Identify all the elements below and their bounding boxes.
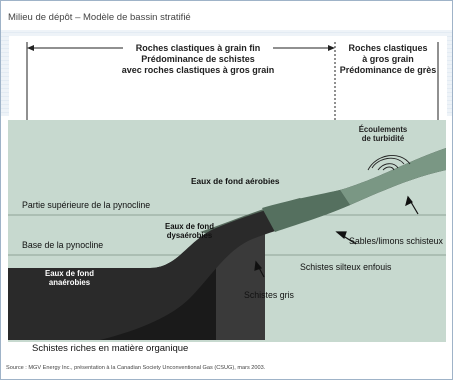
dysaerobic-line-1: Eaux de fond [165,222,214,231]
sand-silt-layer [340,148,446,205]
anaerobic-water-label: Eaux de fond anaérobies [45,269,94,287]
turbidite-line-2: de turbidité [361,134,405,143]
sand-silt-label: Sables/limons schisteux [349,236,443,246]
header-dimension-lines [26,42,439,120]
left-arrowhead [27,45,34,51]
header-panel [9,36,447,116]
anaerobic-line-1: Eaux de fond [45,269,94,278]
turbidity-flow-arcs [367,155,411,171]
label-arrows [254,195,419,278]
anaerobic-line-2: anaérobies [48,278,91,287]
seafloor-base [8,340,446,342]
header-right-line-2: à gros grain [362,54,414,64]
pynocline-base-label: Base de la pynocline [22,240,104,250]
right-arrowhead [328,45,335,51]
organic-shale-label: Schistes riches en matière organique [32,343,189,354]
header-right-line-3: Prédominance de grès [339,65,437,75]
header-right-line-1: Roches clastiques [348,43,428,53]
header-left-line-3: avec roches clastiques à gros grain [121,65,275,75]
grey-shale-label: Schistes gris [244,290,294,300]
dysaerobic-line-2: dysaérobies [166,231,213,240]
header-left-line-2: Prédominance de schistes [141,54,255,64]
aerobic-water-label: Eaux de fond aérobies [191,176,280,186]
header-left-text: Roches clastiques à grain fin Prédominan… [120,43,276,76]
figure-title: Milieu de dépôt – Modèle de bassin strat… [8,12,191,23]
silty-shale-layer [262,190,350,232]
dysaerobic-water-label: Eaux de fond dysaérobies [165,222,214,240]
turbidite-line-1: Écoulements [358,125,408,134]
silty-shale-label: Schistes silteux enfouis [300,262,392,272]
header-right-text: Roches clastiques à gros grain Prédomina… [336,43,440,76]
header-left-line-1: Roches clastiques à grain fin [135,43,261,53]
upper-pynocline-label: Partie supérieure de la pynocline [22,200,151,210]
source-note: Source : MGV Energy Inc., présentation à… [6,365,266,371]
turbidite-label: Écoulements de turbidité [346,125,420,143]
